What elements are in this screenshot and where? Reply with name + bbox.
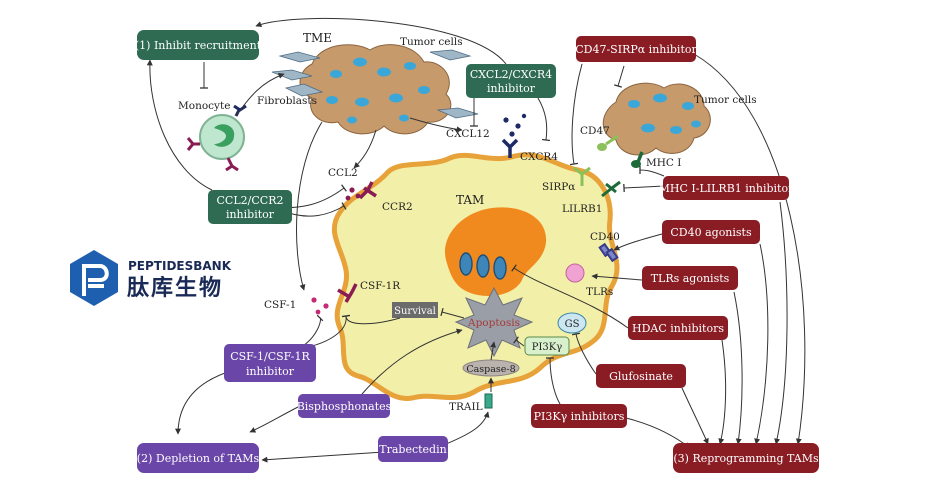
cd47-sirpa-inhibitor-box: CD47-SIRPα inhibitor [575,36,697,62]
tumor-cells-right-label: Tumor cells [694,94,757,106]
hdac-inhibitors-box: HDAC inhibitors [628,316,728,340]
logo-mark [82,264,109,296]
bisph-box-label: Bisphosphonates [297,400,392,413]
logo-chinese: 肽库生物 [127,275,223,301]
trail-receptor [484,393,493,409]
ccr2-label: CCR2 [382,201,413,213]
outcome-reprogramming-label: (3) Reprogramming TAMs [673,452,819,465]
pi3kg-inhibitors-box: PI3Kγ inhibitors [531,404,627,428]
cxcl12-ligands [503,113,527,137]
ccl2-ligands [345,187,361,201]
ccr2-receptor [358,181,377,200]
cxcl2-cxcr4-inhibitor-box: CXCL2/CXCR4 inhibitor [466,64,556,98]
csf1-csf1r-inhibitor-box: CSF-1/CSF-1R inhibitor [224,344,316,382]
cd47-box-label: CD47-SIRPα inhibitor [575,43,697,56]
tlr-receptor [565,263,585,283]
mhc1-ligand [636,151,644,163]
outcome-reprogramming-box: (3) Reprogramming TAMs [673,443,819,473]
cd40-agonists-box: CD40 agonists [662,220,760,244]
tlrs-agonists-box: TLRs agonists [642,266,738,290]
fibroblasts-label: Fibroblasts [257,95,317,107]
monocyte-cell [199,114,245,160]
trabectedin-box: Trabectedin [378,436,448,462]
monocyte-receptor-left [186,137,200,151]
connector-lines [146,17,806,463]
gs-label: GS [565,319,580,330]
cd47-label: CD47 [580,125,610,137]
mhc1-head [631,160,641,168]
survival-label: Survival [394,306,436,317]
csf1-label: CSF-1 [264,299,296,311]
mitochondrion [445,207,547,296]
pi3kg-label: PI3Kγ [532,342,563,353]
cd47-head [597,143,607,151]
trail-label: TRAIL [449,401,483,413]
mhc-box-label: MHC I-LILRB1 inhibitor [659,182,794,195]
cxcl2-line1: CXCL2/CXCR4 [470,68,552,81]
cxcl12-label: CXCL12 [446,128,490,140]
bisphosphonates-box: Bisphosphonates [297,394,392,418]
mhc-lilrb1-inhibitor-box: MHC I-LILRB1 inhibitor [659,176,794,200]
csf1r-receptor [337,283,358,303]
apoptosis-star [454,286,534,358]
ccl2-line1: CCL2/CCR2 [217,194,284,207]
survival-box [392,302,438,318]
trabe-box-label: Trabectedin [379,443,446,456]
sirpa-label: SIRPα [542,181,575,193]
sirpa-receptor [573,166,591,186]
tme-nuclei [326,57,430,124]
hdac-box-label: HDAC inhibitors [632,322,724,335]
csf-line2: inhibitor [246,365,295,378]
cxcl2-line2: inhibitor [487,82,536,95]
csf-line1: CSF-1/CSF-1R [230,350,310,363]
tam-label: TAM [456,193,484,207]
pi3k-box-label: PI3Kγ inhibitors [534,410,625,423]
cxcr4-label: CXCR4 [520,151,558,163]
mhc1-label: MHC I [646,157,681,169]
cd40-receptor [598,242,619,263]
monocyte-receptor-bottom [225,157,239,172]
right-tumor-nuclei [628,93,701,134]
peptidesbank-logo: PEPTIDESBANK 肽库生物 [70,250,232,306]
pi3kg-box [524,336,570,356]
csf1r-label: CSF-1R [360,280,401,292]
mitochondrion-cristae [459,252,507,280]
outcome-depletion-box: (2) Depletion of TAMs [137,443,260,473]
tlr-box-label: TLRs agonists [651,272,730,285]
ccl2-line2: inhibitor [226,208,275,221]
gluf-box-label: Glufosinate [609,370,673,383]
cd40-box-label: CD40 agonists [670,226,752,239]
fibroblasts [271,49,479,119]
cxcr4-receptor [501,138,519,158]
cd40-label: CD40 [590,231,620,243]
apoptosis-label: Apoptosis [467,317,520,329]
monocyte-label: Monocyte [178,100,230,112]
outcome-depletion-label: (2) Depletion of TAMs [137,452,260,465]
outcome-inhibit-box: (1) Inhibit recruitment [135,30,262,60]
ccl2-ccr2-inhibitor-box: CCL2/CCR2 inhibitor [208,190,292,224]
outcome-inhibit-label: (1) Inhibit recruitment [135,39,262,52]
tlrs-label: TLRs [586,286,613,298]
tumor-cells-top-label: Tumor cells [400,36,463,48]
lilrb1-label: LILRB1 [562,203,602,215]
monocyte-nucleus [214,124,235,147]
logo-name: PEPTIDESBANK [128,259,232,273]
caspase-label: Caspase-8 [466,364,515,375]
csf1-ligands [311,297,329,315]
cd47-ligand [605,134,619,146]
glufosinate-box: Glufosinate [596,364,686,388]
ccl2-label: CCL2 [328,167,358,179]
tme-label: TME [303,31,332,45]
lilrb1-receptor [601,180,621,198]
